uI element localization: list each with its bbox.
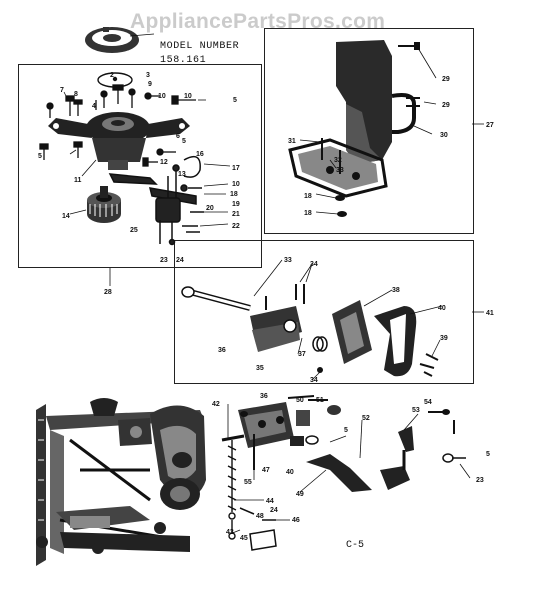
callout-6: 6: [176, 133, 180, 140]
callout-47: 47: [262, 467, 270, 474]
callout-labels: 5 2 3 4 5 6 7 8 9 10 11 12 13 14 5 16 17…: [38, 72, 494, 542]
callout-20: 20: [206, 205, 214, 212]
callout-50: 50: [296, 397, 304, 404]
callout-9: 9: [148, 81, 152, 88]
callout-49: 49: [296, 491, 304, 498]
callout-38: 38: [392, 287, 400, 294]
callout-4: 4: [92, 103, 96, 110]
page-code-label: C-5: [346, 540, 365, 551]
callout-23: 23: [160, 257, 168, 264]
needle-bar-bracket-part: [238, 395, 466, 551]
callout-48: 48: [256, 513, 264, 520]
model-number-label: MODEL NUMBER 158.161: [160, 40, 239, 68]
callout-1: 5: [233, 97, 237, 104]
model-heading: MODEL NUMBER: [160, 41, 240, 52]
callout-24b: 24: [270, 507, 278, 514]
cam-disc-part: [85, 27, 139, 53]
callout-28: 28: [104, 289, 112, 296]
callout-24: 24: [176, 257, 184, 264]
callout-10c: 10: [184, 93, 192, 100]
callout-46: 46: [292, 517, 300, 524]
callout-7: 7: [60, 87, 64, 94]
callout-53: 53: [412, 407, 420, 414]
callout-30: 30: [440, 132, 448, 139]
callout-34b: 34: [310, 377, 318, 384]
presser-bar-bracket-part: [288, 40, 420, 217]
lever-linkage-part: [108, 155, 204, 246]
callout-43: 43: [226, 529, 234, 536]
callout-3: 3: [146, 72, 150, 79]
callout-27: 27: [486, 122, 494, 129]
callout-36b: 36: [260, 393, 268, 400]
callout-35: 35: [256, 365, 264, 372]
machine-frame-part: [36, 398, 206, 566]
callout-18b: 18: [304, 193, 312, 200]
callout-42: 42: [212, 401, 220, 408]
callout-8: 8: [74, 91, 78, 98]
shaft-and-feed-assembly: [181, 284, 439, 377]
callout-23b: 23: [476, 477, 484, 484]
watermark-text: AppliancePartsPros.com: [130, 10, 386, 33]
callout-10: 10: [158, 93, 166, 100]
gear-part: [87, 186, 121, 223]
callout-52: 52: [362, 415, 370, 422]
callout-13: 13: [178, 171, 186, 178]
callout-18c: 18: [304, 210, 312, 217]
callout-14: 14: [62, 213, 70, 220]
callout-51: 51: [316, 397, 324, 404]
callout-29: 29: [442, 76, 450, 83]
callout-36: 36: [218, 347, 226, 354]
callout-31: 31: [288, 138, 296, 145]
leader-lines: [63, 33, 484, 535]
callout-25: 25: [130, 227, 138, 234]
callout-34: 34: [310, 261, 318, 268]
small-screws-cluster: [39, 84, 196, 167]
callout-19: 19: [232, 201, 240, 208]
callout-41: 41: [486, 310, 494, 317]
callout-5: 5: [38, 153, 42, 160]
tension-spring-and-pin: [221, 434, 245, 540]
callout-5b: 5: [344, 427, 348, 434]
callout-18: 18: [230, 191, 238, 198]
callout-44: 44: [266, 498, 274, 505]
callout-40: 40: [438, 305, 446, 312]
callout-33: 33: [336, 167, 344, 174]
callout-45: 45: [240, 535, 248, 542]
callout-17: 17: [232, 165, 240, 172]
callout-33b: 33: [284, 257, 292, 264]
callout-10b: 10: [232, 181, 240, 188]
callout-22: 22: [232, 223, 240, 230]
callout-32: 32: [334, 157, 342, 164]
callout-11: 11: [74, 177, 82, 184]
callout-54: 54: [424, 399, 432, 406]
callout-39: 39: [440, 335, 448, 342]
callout-16: 16: [196, 151, 204, 158]
callout-37: 37: [298, 351, 306, 358]
callout-40b: 40: [286, 469, 294, 476]
callout-21: 21: [232, 211, 240, 218]
callout-12: 12: [160, 159, 168, 166]
panel-upper-right: [264, 28, 474, 234]
model-value: 158.161: [160, 55, 207, 66]
callout-5c: 5: [486, 451, 490, 458]
callout-2: 2: [110, 72, 114, 79]
callout-55: 55: [244, 479, 252, 486]
callout-29b: 29: [442, 102, 450, 109]
panel-upper-left: [18, 64, 262, 268]
callout-15: 5: [182, 138, 186, 145]
